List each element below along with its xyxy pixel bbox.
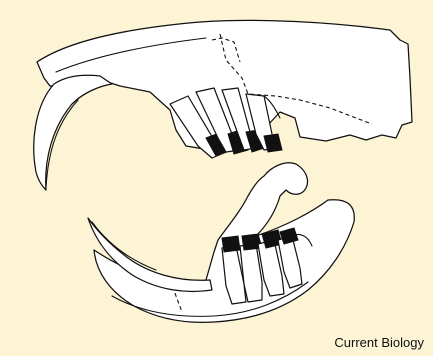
upper-incisor (34, 75, 112, 190)
journal-credit: Current Biology (334, 335, 424, 350)
upper-incisor-shape (34, 75, 112, 190)
lower-molar-1-cusp (222, 236, 240, 252)
